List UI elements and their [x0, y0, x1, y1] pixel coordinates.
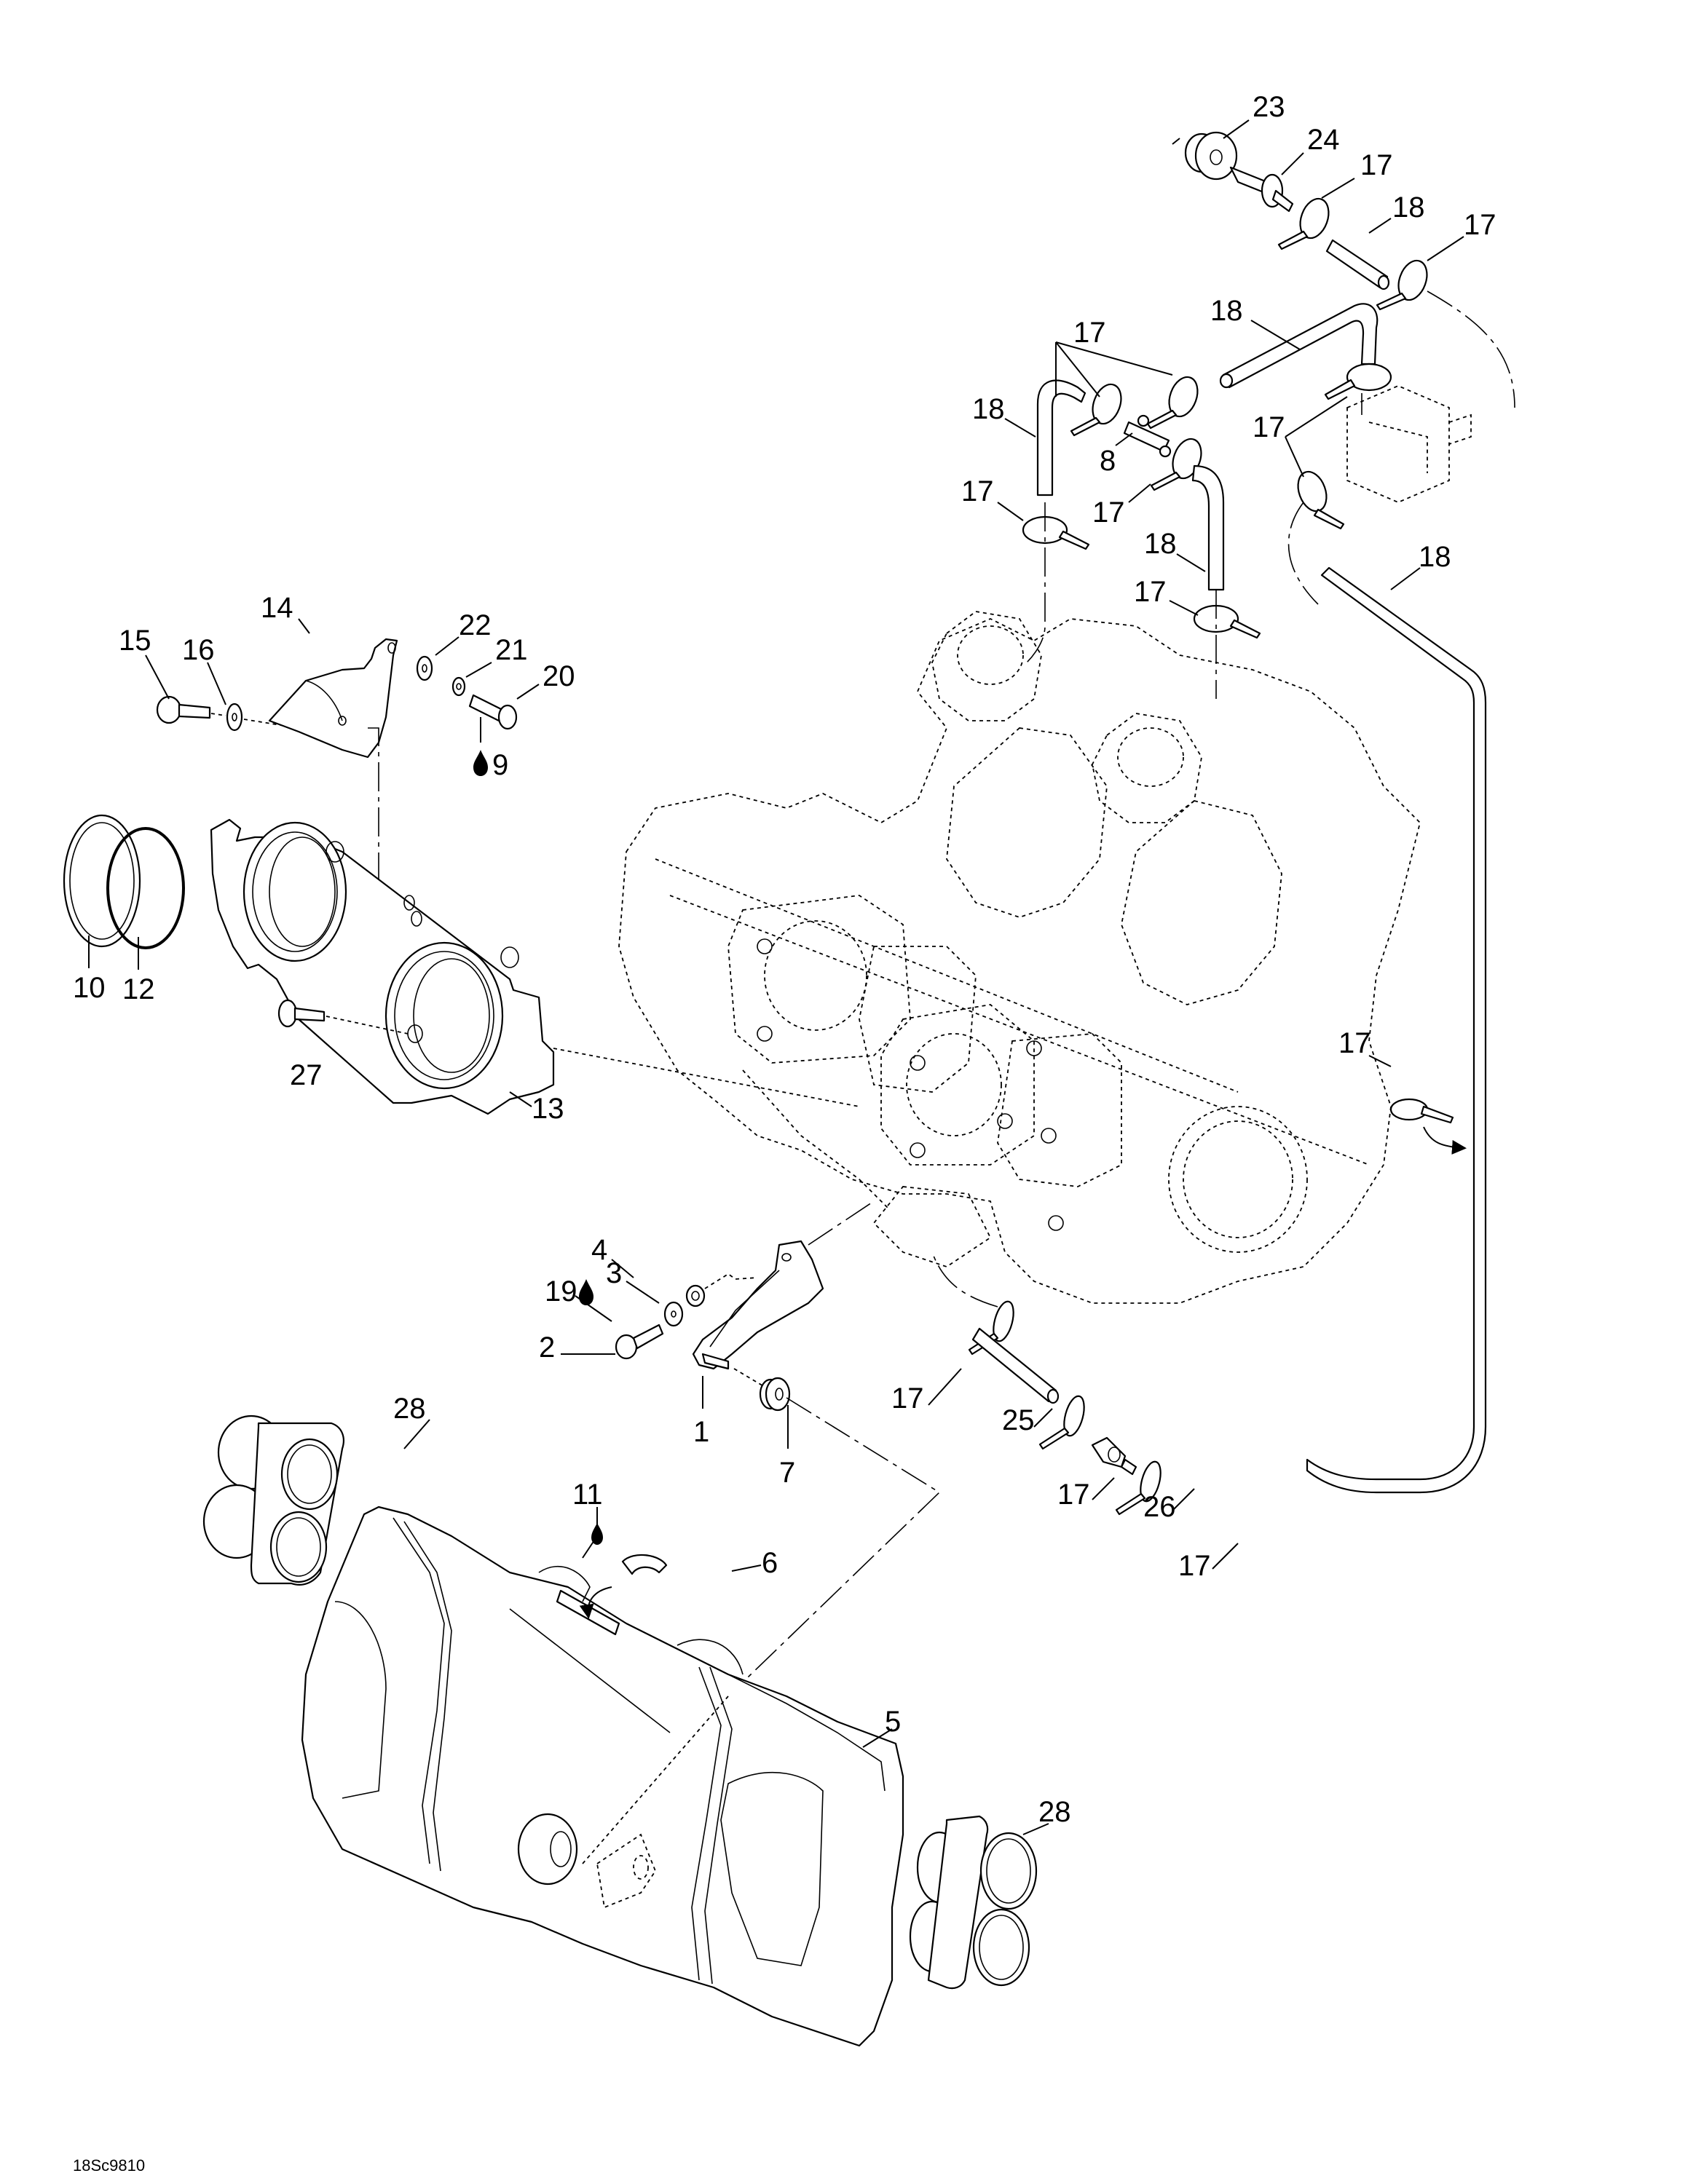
solenoid-phantom	[1346, 385, 1472, 503]
callout-17: 17	[1338, 1027, 1371, 1059]
hose-18-long	[1306, 566, 1487, 1494]
tie-rap-17	[1389, 1098, 1454, 1124]
threadlocker-drop-icon	[473, 750, 488, 776]
callout-17: 17	[1360, 149, 1393, 181]
callout-1: 1	[693, 1416, 709, 1448]
clip-6	[621, 1554, 668, 1575]
tie-rap-17	[1146, 376, 1199, 430]
callout-8: 8	[1100, 445, 1116, 477]
engine-phantom	[618, 611, 1421, 1304]
callout-25: 25	[1002, 1404, 1035, 1436]
callout-20: 20	[543, 660, 575, 692]
tie-rap-17	[1193, 604, 1261, 639]
hose-18-short	[1325, 239, 1390, 290]
callout-6: 6	[762, 1547, 778, 1579]
airbox-5	[301, 1506, 904, 2047]
callout-4: 4	[591, 1234, 607, 1266]
socket-screw-2	[615, 1324, 664, 1360]
callout-14: 14	[261, 592, 293, 624]
callout-27: 27	[290, 1059, 323, 1091]
callout-18: 18	[1419, 541, 1451, 573]
callout-13: 13	[532, 1093, 564, 1125]
callout-23: 23	[1253, 91, 1285, 123]
intake-tube-28-left	[202, 1415, 344, 1586]
callout-3: 3	[606, 1257, 622, 1289]
check-valve-24	[1229, 166, 1294, 213]
figure-code: 18Sc9810	[73, 2156, 145, 2175]
callouts: 23 24 17 18 17 18 17 18 8 17 17 18 17 17…	[73, 91, 1496, 2175]
screw-15	[156, 695, 211, 724]
callout-22: 22	[459, 609, 492, 641]
o-ring-12	[106, 827, 185, 949]
intake-tube-28-right	[909, 1815, 1038, 1990]
grommet-7	[759, 1377, 791, 1412]
callout-5: 5	[885, 1706, 901, 1738]
callout-12: 12	[122, 973, 155, 1005]
bracket-1	[692, 1240, 824, 1370]
support-bracket-14	[268, 638, 398, 759]
callout-9: 9	[492, 749, 508, 781]
callout-19: 19	[545, 1275, 577, 1307]
tie-rap-17	[1297, 470, 1345, 530]
tie-rap-17	[1070, 383, 1122, 437]
threadlocker-drop-icon	[579, 1279, 593, 1305]
callout-17: 17	[1057, 1479, 1090, 1511]
lock-washer-4	[685, 1284, 706, 1307]
cap-23	[1184, 131, 1238, 181]
callout-17: 17	[1073, 317, 1106, 349]
screw-27	[277, 999, 326, 1028]
callout-10: 10	[73, 972, 106, 1004]
ring-10	[63, 814, 141, 948]
tee-fitting-8	[1123, 414, 1172, 458]
lock-washer-21	[451, 676, 466, 697]
callout-28: 28	[393, 1393, 426, 1425]
tie-rap-17	[1022, 515, 1090, 550]
screw-20	[468, 694, 518, 730]
callout-17: 17	[1464, 209, 1496, 241]
tie-rap-17	[1115, 1460, 1162, 1516]
callout-17: 17	[1253, 411, 1285, 443]
callout-18: 18	[1210, 295, 1243, 327]
callout-7: 7	[779, 1457, 795, 1489]
adaptor-plate-13	[210, 818, 555, 1115]
adhesive-drop-icon	[591, 1523, 603, 1545]
hose-18-left	[1036, 379, 1086, 496]
callout-17: 17	[961, 475, 994, 507]
callout-26: 26	[1143, 1491, 1176, 1523]
washer-16	[226, 703, 243, 732]
fuel-filter-26	[1091, 1436, 1137, 1476]
callout-2: 2	[539, 1332, 555, 1364]
callout-17: 17	[1134, 576, 1167, 608]
callout-17: 17	[1092, 496, 1125, 529]
callout-16: 16	[182, 634, 215, 666]
callout-18: 18	[1144, 528, 1177, 560]
hose-18-middle	[1191, 464, 1225, 591]
tie-rap-17	[1376, 259, 1428, 311]
callout-17: 17	[891, 1382, 924, 1415]
flat-washer-3	[663, 1301, 684, 1327]
callout-28: 28	[1038, 1796, 1071, 1828]
callout-18: 18	[1392, 191, 1425, 223]
callout-21: 21	[495, 634, 528, 666]
hose-25	[971, 1327, 1060, 1404]
callout-17: 17	[1178, 1550, 1211, 1582]
tie-rap-17	[1324, 363, 1392, 400]
leader-lines	[145, 119, 1464, 1835]
callout-18: 18	[972, 393, 1005, 425]
tie-rap-17	[1038, 1395, 1085, 1450]
callout-15: 15	[119, 625, 151, 657]
washer-22	[416, 655, 433, 681]
tie-rap-17	[1277, 197, 1330, 250]
callout-11: 11	[572, 1479, 603, 1511]
callout-24: 24	[1307, 124, 1340, 156]
